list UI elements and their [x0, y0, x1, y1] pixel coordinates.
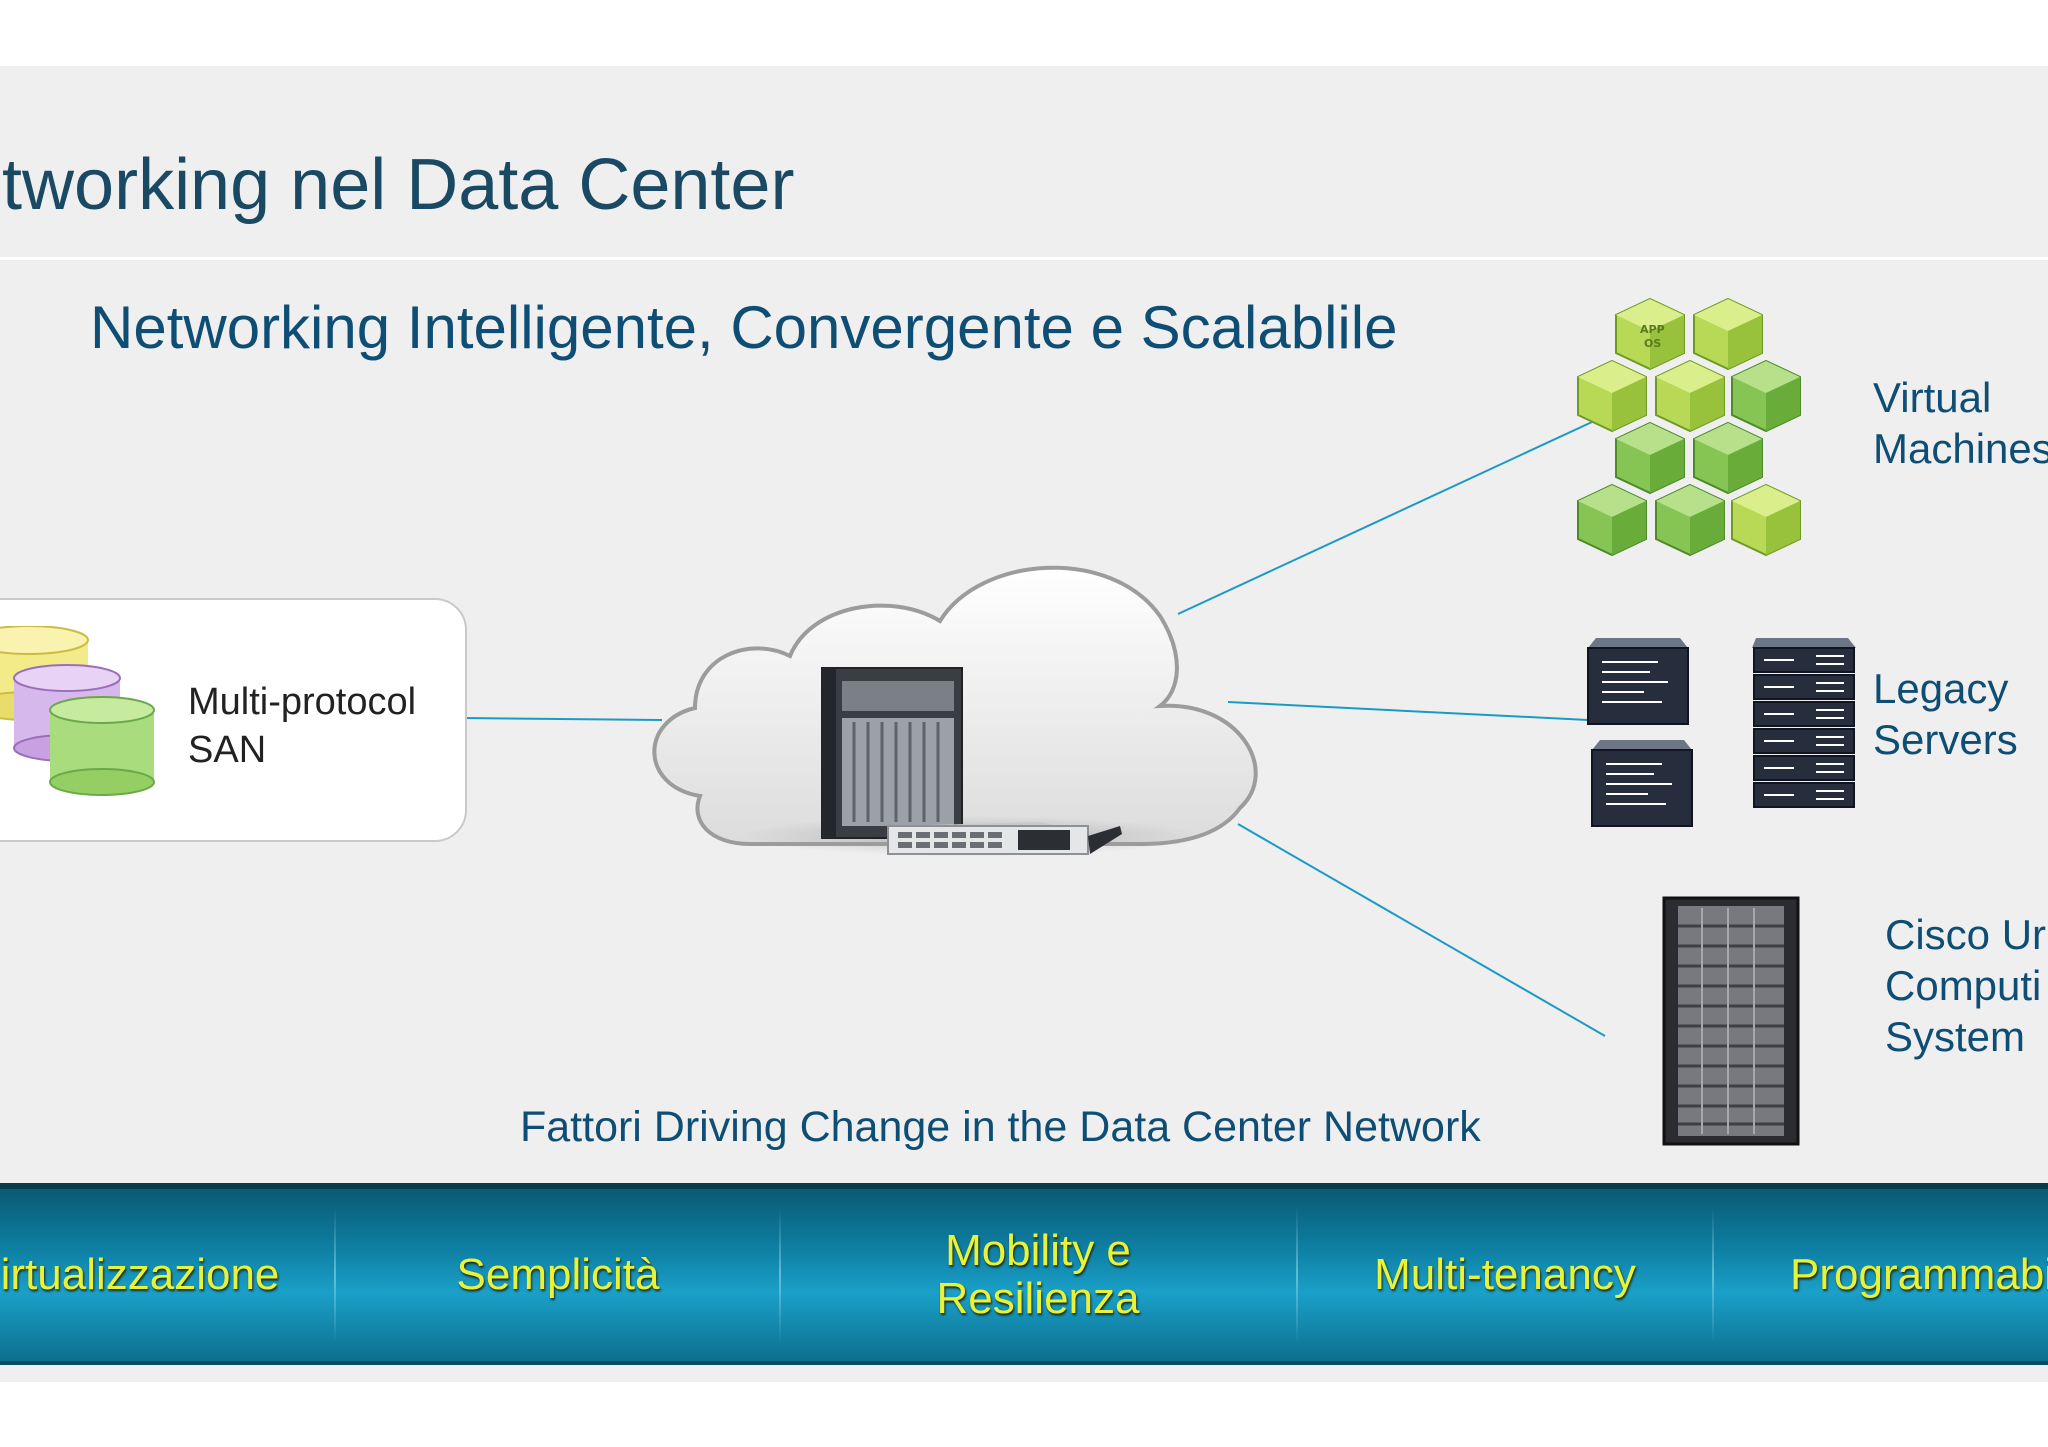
bar-separator — [334, 1207, 336, 1343]
bar-separator — [779, 1207, 781, 1343]
label-cisco-ucs-line2: Computi — [1885, 962, 2042, 1009]
san-label: Multi-protocol SAN — [188, 678, 416, 774]
factor-multi-tenancy: Multi-tenancy — [1298, 1189, 1712, 1361]
factor-mobility-text: Mobility e — [945, 1226, 1131, 1275]
factor-mobility-resilienza: Mobility e Resilienza — [781, 1189, 1295, 1361]
san-label-line1: Multi-protocol — [188, 681, 417, 723]
factor-semplicita: Semplicità — [336, 1189, 780, 1361]
factor-programmabilita: Programmabi — [1790, 1189, 2048, 1361]
drivers-caption: Fattori Driving Change in the Data Cente… — [520, 1103, 1481, 1151]
link-san — [462, 717, 663, 721]
virtual-machines-icon: APP OS — [1577, 298, 1801, 556]
connector-lines — [462, 421, 1606, 1037]
factor-virtualizzazione-text: irtualizzazione — [0, 1250, 280, 1299]
label-cisco-ucs-line1: Cisco Ur — [1885, 911, 2047, 958]
label-legacy-servers-line2: Servers — [1873, 716, 2018, 763]
slide-title: etworking nel Data Center — [0, 145, 795, 225]
bar-separator — [1712, 1207, 1714, 1343]
factor-semplicita-text: Semplicità — [456, 1250, 660, 1299]
label-legacy-servers: Legacy Servers — [1873, 663, 2018, 765]
label-cisco-ucs: Cisco Ur Computi System — [1885, 909, 2046, 1062]
drivers-bar: irtualizzazione Semplicità Mobility e Re… — [0, 1183, 2048, 1365]
legacy-servers-icon — [1587, 638, 1856, 827]
factor-resilienza-text: Resilienza — [936, 1274, 1140, 1323]
san-label-line2: SAN — [188, 729, 267, 771]
bar-separator — [1296, 1207, 1298, 1343]
label-virtual-machines: Virtual Machines — [1873, 372, 2048, 474]
label-virtual-machines-line1: Virtual — [1873, 374, 1992, 421]
chassis-switch-icon — [821, 667, 963, 839]
storage-cylinders-icon — [0, 626, 155, 796]
san-panel — [0, 598, 467, 842]
fabric-switch-icon — [887, 822, 1122, 855]
link-vm — [1177, 421, 1593, 615]
network-cloud — [652, 565, 1258, 856]
vm-cube-app-text: APP — [1640, 323, 1665, 336]
factor-virtualizzazione: irtualizzazione — [0, 1189, 340, 1361]
title-divider — [0, 257, 2048, 260]
slide: etworking nel Data Center Networking Int… — [0, 66, 2048, 1382]
slide-subtitle: Networking Intelligente, Convergente e S… — [90, 294, 1398, 361]
link-ucs — [1237, 823, 1606, 1037]
factor-multi-tenancy-text: Multi-tenancy — [1374, 1250, 1636, 1299]
vm-cube-os-text: OS — [1644, 337, 1661, 350]
link-legacy — [1227, 701, 1589, 721]
factor-programmabilita-text: Programmabi — [1790, 1250, 2048, 1299]
label-legacy-servers-line1: Legacy — [1873, 665, 2009, 712]
label-virtual-machines-line2: Machines — [1873, 425, 2048, 472]
label-cisco-ucs-line3: System — [1885, 1013, 2026, 1060]
ucs-rack-icon — [1662, 896, 1800, 1146]
